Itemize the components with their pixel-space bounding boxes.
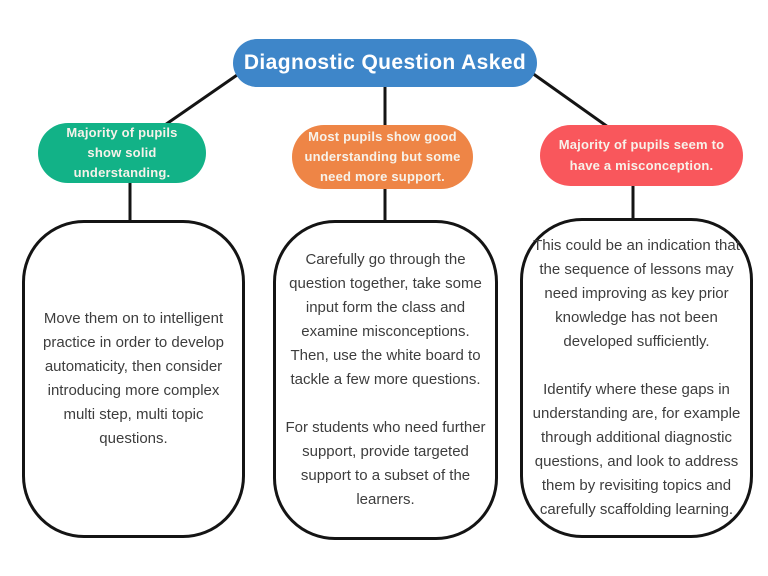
connector-title-to-red xyxy=(530,71,610,129)
detail-paragraph: For students who need further support, p… xyxy=(285,419,486,508)
detail-paragraph: Identify where these gaps in understandi… xyxy=(532,381,741,518)
branch-pill-needs-more-support: Most pupils show good understanding but … xyxy=(292,125,473,189)
detail-paragraph: This could be an indication that the seq… xyxy=(533,237,740,350)
branch-pill-solid-understanding: Majority of pupils show solid understand… xyxy=(38,123,206,183)
detail-box-solid-understanding: Move them on to intelligent practice in … xyxy=(22,220,245,538)
branch-pill-misconception: Majority of pupils seem to have a miscon… xyxy=(540,125,743,186)
branch-pill-label: Majority of pupils seem to have a miscon… xyxy=(558,137,725,173)
branch-pill-label: Majority of pupils show solid understand… xyxy=(66,124,178,181)
connector-title-to-green xyxy=(160,71,242,129)
detail-paragraph: Carefully go through the question togeth… xyxy=(289,251,482,388)
root-node-diagnostic-question: Diagnostic Question Asked xyxy=(233,39,537,87)
detail-paragraph: Move them on to intelligent practice in … xyxy=(43,310,224,447)
detail-box-misconception: This could be an indication that the seq… xyxy=(520,218,753,538)
branch-pill-label: Most pupils show good understanding but … xyxy=(304,128,461,185)
detail-box-needs-more-support: Carefully go through the question togeth… xyxy=(273,220,498,540)
